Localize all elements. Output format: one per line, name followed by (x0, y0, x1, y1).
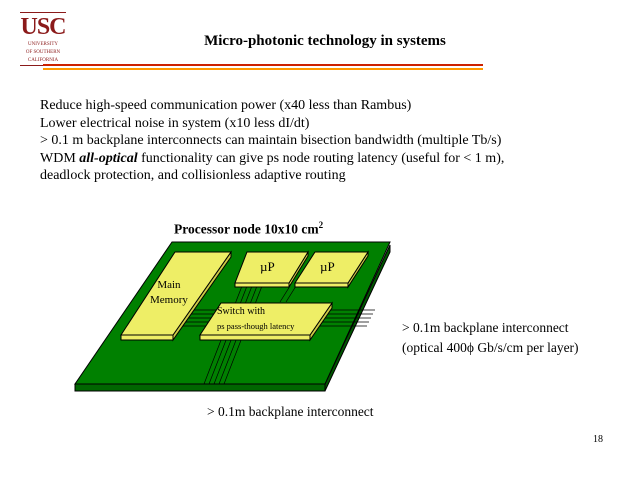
switch-label: Switch with ps pass-though latency (217, 305, 294, 333)
bullet-emphasis: all-optical (79, 150, 138, 166)
memory-label: Main Memory (150, 278, 188, 308)
page-number: 18 (593, 434, 603, 445)
title-rule-red (43, 64, 483, 66)
memory-label-line: Memory (150, 294, 188, 306)
node-label: Processor node 10x10 cm2 (174, 220, 323, 238)
logo-line: OF SOUTHERN (25, 50, 61, 55)
logo-line: UNIVERSITY (28, 42, 58, 47)
cpu1-chip (234, 250, 309, 289)
cpu2-chip (294, 250, 369, 289)
node-label-sup: 2 (318, 220, 324, 230)
bullet-item: WDM all-optical functionality can give p… (40, 150, 504, 168)
slide-title: Micro-photonic technology in systems (204, 33, 446, 49)
switch-label-line: Switch with (217, 306, 266, 317)
logo-rule (20, 12, 66, 13)
bullet-text: functionality can give ps node routing l… (137, 150, 505, 166)
memory-label-line: Main (157, 279, 181, 291)
cpu2-label: µP (320, 259, 335, 274)
right-interconnect-label: > 0.1m backplane interconnect (optical 4… (402, 318, 579, 358)
bullet-item: Lower electrical noise in system (x10 le… (40, 115, 310, 131)
right-label-line: > 0.1m backplane interconnect (402, 320, 569, 335)
cpu1-label: µP (260, 259, 275, 274)
right-label-line: (optical 400ϕ Gb/s/cm per layer) (402, 340, 579, 355)
bottom-interconnect-label: > 0.1m backplane interconnect (207, 404, 374, 419)
switch-label-line: ps pass-though latency (217, 321, 295, 331)
bullet-item: deadlock protection, and collisionless a… (40, 168, 346, 183)
bullet-item: > 0.1 m backplane interconnects can main… (40, 133, 502, 148)
logo-letters: USC (20, 14, 66, 40)
logo-line: CALIFORNIA (27, 58, 59, 63)
main-memory-chip (120, 250, 232, 342)
bullet-list: Reduce high-speed communication power (x… (40, 97, 504, 185)
title-rule-orange (43, 68, 483, 70)
bullet-text: WDM (40, 150, 80, 166)
node-label-text: Processor node 10x10 cm (174, 221, 319, 237)
bullet-item: Reduce high-speed communication power (x… (40, 98, 412, 113)
switch-chip (199, 301, 333, 342)
